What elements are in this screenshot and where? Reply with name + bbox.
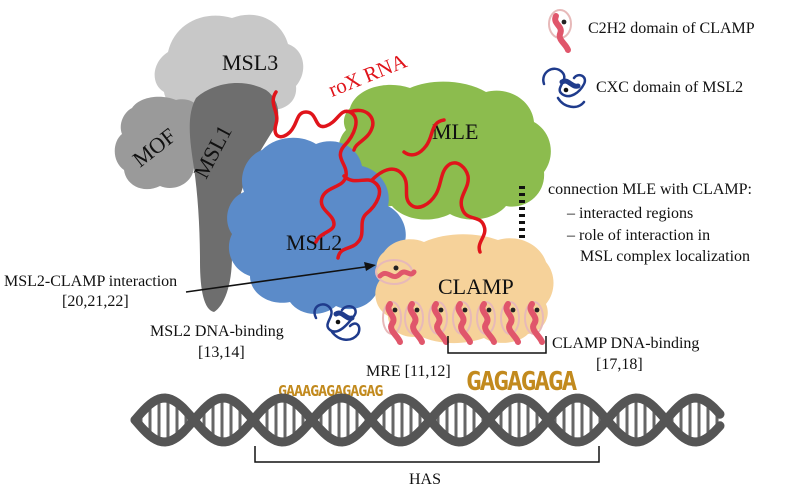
motif-right: GAGAGAGA bbox=[466, 367, 578, 397]
clamp-dna-bracket: CLAMP DNA-binding [17,18] bbox=[447, 335, 699, 373]
notes-item2: – role of interaction in bbox=[566, 227, 710, 244]
has-bracket: HAS bbox=[254, 446, 600, 488]
notes-item1: – interacted regions bbox=[566, 205, 693, 222]
legend-cxc-squiggle bbox=[542, 67, 587, 109]
clamp-zinc-dot bbox=[462, 307, 468, 313]
interface-c2h2-helix bbox=[377, 269, 417, 280]
motif-left: GAAAGAGAGAGAG bbox=[278, 382, 383, 400]
dna-strand-b bbox=[130, 393, 725, 447]
mle-protein: MLE bbox=[338, 81, 551, 220]
clamp-c2h2-domain bbox=[404, 301, 425, 345]
msl2-dna-label-line1: MSL2 DNA-binding bbox=[150, 323, 284, 340]
clamp-c2h2-helix bbox=[503, 301, 521, 345]
sequence-motif-logo: GAAAGAGAGAGAG GAGAGAGA bbox=[278, 367, 580, 400]
clamp-dna-label-line1: CLAMP DNA-binding bbox=[552, 335, 699, 352]
msl1-shape bbox=[189, 83, 279, 312]
clamp-zinc-dot bbox=[392, 307, 398, 313]
clamp-zinc-fingers bbox=[382, 301, 545, 345]
clamp-zinc-dot bbox=[486, 307, 492, 313]
msl2-dna-label-line2: [13,14] bbox=[198, 344, 245, 361]
msl2-clamp-label-line1: MSL2-CLAMP interaction bbox=[4, 273, 177, 290]
clamp-c2h2-helix bbox=[431, 301, 449, 345]
legend-c2h2-icon bbox=[548, 9, 572, 53]
interface-c2h2-domain bbox=[375, 259, 417, 285]
msl2-clamp-arrowhead bbox=[364, 262, 376, 271]
clamp-c2h2-domain bbox=[500, 301, 521, 345]
msl3-label: MSL3 bbox=[222, 50, 278, 75]
clamp-bracket-line bbox=[447, 336, 547, 354]
clamp-c2h2-helix bbox=[479, 301, 497, 345]
clamp-zinc-dot bbox=[510, 307, 516, 313]
msl2-clamp-label-line2: [20,21,22] bbox=[62, 293, 129, 310]
cxc-helix bbox=[333, 310, 355, 321]
legend-cxc-label: CXC domain of MSL2 bbox=[596, 79, 743, 96]
mof-shape bbox=[114, 96, 209, 190]
mof-protein: MOF bbox=[114, 96, 209, 190]
legend-c2h2-zinc bbox=[561, 19, 567, 25]
clamp-c2h2-helix bbox=[527, 301, 545, 345]
clamp-zinc-dot bbox=[414, 307, 420, 313]
clamp-c2h2-domain bbox=[428, 301, 449, 345]
cxc-zinc-dot bbox=[335, 319, 341, 325]
clamp-dna-label-line2: [17,18] bbox=[596, 356, 643, 373]
clamp-c2h2-helix bbox=[385, 301, 403, 345]
notes-block: connection MLE with CLAMP: – interacted … bbox=[548, 181, 752, 265]
legend-cxc-zinc bbox=[563, 87, 569, 93]
notes-heading: connection MLE with CLAMP: bbox=[548, 181, 752, 198]
notes-item3: MSL complex localization bbox=[580, 248, 750, 265]
clamp-zinc-dot bbox=[534, 307, 540, 313]
rox-rna-strand bbox=[271, 90, 487, 260]
clamp-zinc-dot bbox=[438, 307, 444, 313]
clamp-label: CLAMP bbox=[438, 274, 514, 299]
clamp-c2h2-helix bbox=[407, 301, 425, 345]
cxc-domain-msl2 bbox=[313, 303, 361, 341]
clamp-c2h2-domain bbox=[452, 301, 473, 345]
has-label: HAS bbox=[409, 471, 441, 488]
clamp-c2h2-domain bbox=[476, 301, 497, 345]
clamp-c2h2-helix bbox=[455, 301, 473, 345]
has-bracket-line bbox=[254, 446, 600, 463]
legend-cxc-helix bbox=[559, 78, 581, 89]
clamp-c2h2-domain bbox=[382, 301, 403, 345]
msl2-clamp-arrow-line bbox=[185, 265, 373, 293]
msl2-label: MSL2 bbox=[286, 230, 342, 255]
legend-c2h2-helix bbox=[552, 13, 571, 53]
legend-cxc-icon bbox=[542, 67, 587, 109]
cxc-squiggle bbox=[313, 303, 361, 341]
mle-shape bbox=[338, 81, 551, 220]
interface-zinc-dot bbox=[393, 265, 399, 271]
msl2-clamp-annotation: MSL2-CLAMP interaction [20,21,22] bbox=[4, 262, 376, 310]
mre-label: MRE [11,12] bbox=[366, 363, 451, 380]
legend-c2h2-label: C2H2 domain of CLAMP bbox=[588, 20, 755, 37]
clamp-c2h2-domain bbox=[524, 301, 545, 345]
msl1-protein: MSL1 bbox=[188, 83, 279, 312]
dna-helix bbox=[130, 393, 725, 447]
